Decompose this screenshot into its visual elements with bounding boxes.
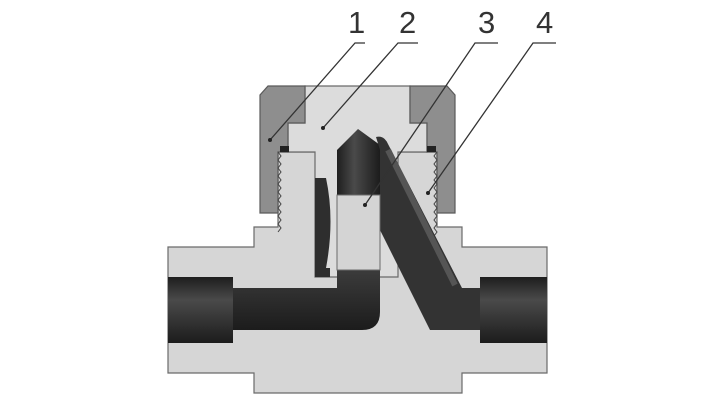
seal-right [427, 146, 436, 152]
seal-left [280, 146, 289, 152]
leader-line-3 [364, 42, 498, 206]
inlet-port [168, 277, 233, 343]
callout-2: 2 [399, 5, 416, 40]
leader-dot-3 [363, 203, 367, 207]
leader-line-4 [427, 42, 556, 194]
leader-dot-2 [321, 126, 325, 130]
threads-left [277, 151, 282, 233]
piston [336, 194, 381, 271]
cavity-ring [315, 178, 331, 277]
leader-dot-1 [268, 138, 272, 142]
leader-dots [268, 126, 430, 207]
leader-dot-4 [426, 191, 430, 195]
outlet-port [480, 277, 547, 343]
threads-right [433, 151, 438, 237]
callout-1: 1 [348, 5, 365, 40]
callout-3: 3 [478, 5, 495, 40]
leader-line-1 [269, 42, 365, 141]
leader-lines [269, 42, 556, 206]
vertical-channel [337, 129, 380, 200]
leader-line-2 [322, 42, 418, 129]
callout-4: 4 [536, 5, 553, 40]
diagonal-highlight [385, 148, 458, 287]
